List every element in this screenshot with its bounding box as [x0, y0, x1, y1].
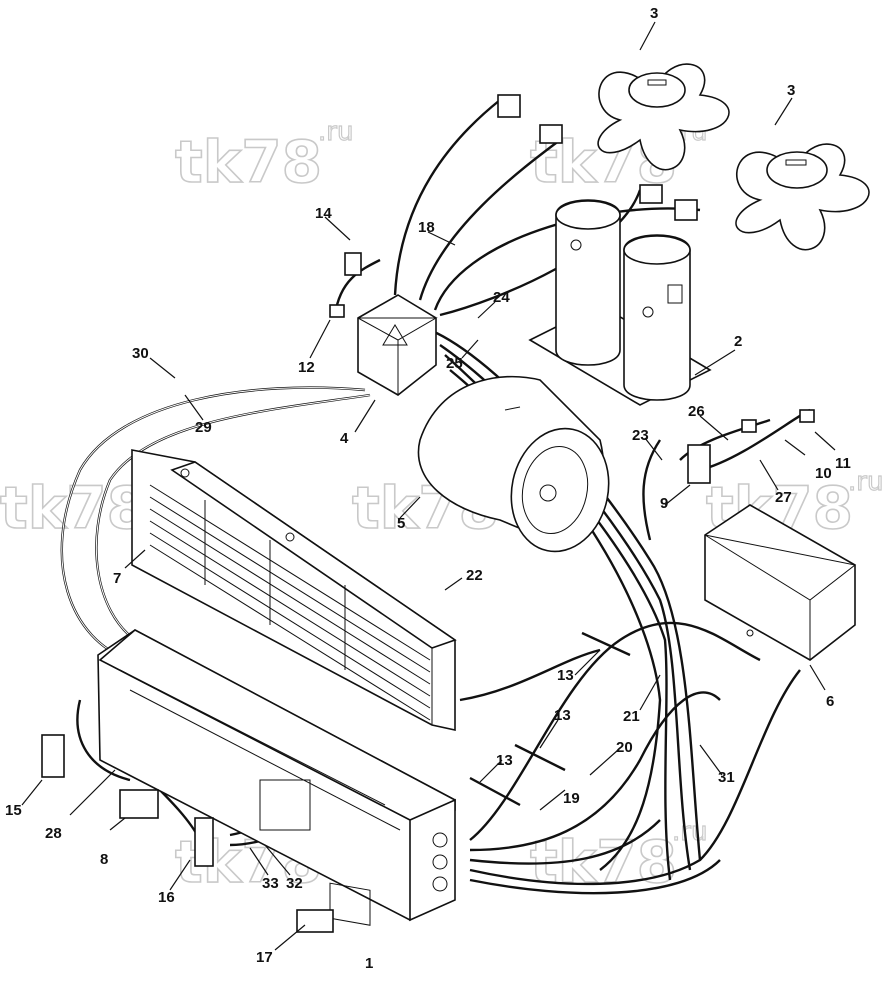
callout-17: 17 [256, 949, 273, 966]
small-parts [41, 94, 815, 933]
callout-1: 1 [365, 955, 373, 972]
svg-text:.ru: .ru [848, 467, 883, 497]
callout-19: 19 [563, 790, 580, 807]
watermark: tk78.ru [529, 816, 708, 896]
blower-motor [417, 375, 610, 553]
part-14-sensor [344, 252, 362, 276]
callout-16: 16 [158, 889, 175, 906]
callout-12: 12 [298, 359, 315, 376]
part-8-relay [119, 789, 159, 819]
condenser-coil [131, 449, 457, 731]
part-12-plug [329, 304, 345, 318]
callout-26: 26 [688, 403, 705, 420]
svg-text:.ru: .ru [672, 817, 707, 847]
callout-15: 15 [5, 802, 22, 819]
compressors [528, 199, 712, 406]
part-9-valve [687, 444, 711, 484]
callout-13: 13 [496, 752, 513, 769]
part-connector [639, 184, 663, 204]
callout-25: 25 [446, 355, 463, 372]
part-13-sensor [581, 631, 631, 657]
control-box [357, 294, 438, 396]
callout-31: 31 [718, 769, 735, 786]
watermark: tk78.ru [174, 116, 354, 196]
callout-21: 21 [623, 708, 640, 725]
callouts: 1 2 3 3 4 5 6 7 8 9 10 11 12 13 13 13 14… [5, 5, 851, 972]
callout-5: 5 [397, 515, 405, 532]
part-connector [674, 199, 698, 221]
watermark: tk78.ru [0, 466, 179, 542]
callout-22: 22 [466, 567, 483, 584]
callout-3: 3 [787, 82, 795, 99]
svg-text:tk78: tk78 [0, 474, 147, 542]
callout-4: 4 [340, 430, 349, 447]
part-13-sensor [514, 743, 566, 772]
callout-18: 18 [418, 219, 435, 236]
callout-13: 13 [554, 707, 571, 724]
svg-text:tk78: tk78 [175, 128, 322, 196]
callout-24: 24 [493, 289, 510, 306]
part-connector [497, 94, 521, 118]
part-10-plug [741, 419, 757, 433]
callout-32: 32 [286, 875, 303, 892]
part-connector [539, 124, 563, 144]
part-11-plug [799, 409, 815, 423]
callout-7: 7 [113, 570, 121, 587]
callout-10: 10 [815, 465, 832, 482]
callout-2: 2 [734, 333, 742, 350]
callout-23: 23 [632, 427, 649, 444]
part-15-connector [41, 734, 65, 778]
callout-11: 11 [835, 455, 851, 472]
part-16-connector [194, 817, 214, 867]
callout-14: 14 [315, 205, 332, 222]
callout-27: 27 [775, 489, 792, 506]
callout-28: 28 [45, 825, 62, 842]
evaporator-housing [97, 629, 456, 926]
callout-leaders [21, 21, 836, 951]
callout-13: 13 [557, 667, 574, 684]
callout-30: 30 [132, 345, 149, 362]
svg-text:.ru: .ru [318, 117, 353, 147]
condenser-fan-left [597, 63, 730, 171]
callout-6: 6 [826, 693, 834, 710]
callout-20: 20 [616, 739, 633, 756]
callout-29: 29 [195, 419, 212, 436]
callout-9: 9 [660, 495, 668, 512]
part-13-sensor [469, 776, 521, 807]
part-17-connector [296, 909, 334, 933]
callout-8: 8 [100, 851, 108, 868]
callout-33: 33 [262, 875, 279, 892]
electronic-module [704, 504, 857, 661]
condenser-fan-right [735, 143, 870, 251]
callout-3: 3 [650, 5, 658, 22]
